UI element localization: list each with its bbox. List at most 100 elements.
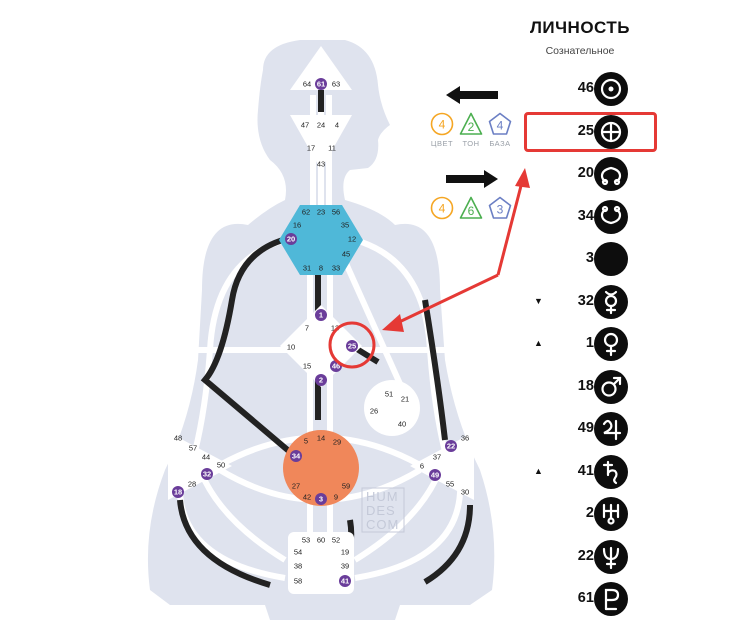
activation-row[interactable]: 25.3 <box>520 114 660 151</box>
activation-row[interactable]: 18.2 <box>520 369 660 406</box>
moon-icon <box>594 242 628 276</box>
gate-22[interactable]: 22 <box>447 441 455 450</box>
gate-64[interactable]: 64 <box>303 79 311 88</box>
gate-43[interactable]: 43 <box>317 159 325 168</box>
gate-46[interactable]: 46 <box>332 361 340 370</box>
gate-5[interactable]: 5 <box>304 436 308 445</box>
gate-6[interactable]: 6 <box>420 461 424 470</box>
gate-8[interactable]: 8 <box>319 263 323 272</box>
fixation-marker: ▲ <box>534 465 543 476</box>
heart-center[interactable] <box>364 380 420 436</box>
svg-text:COM: COM <box>366 517 399 532</box>
gate-36[interactable]: 36 <box>461 433 469 442</box>
neptune-icon <box>594 539 628 574</box>
gate-28[interactable]: 28 <box>188 479 196 488</box>
gate-21[interactable]: 21 <box>401 394 409 403</box>
svg-text:HUM: HUM <box>366 489 399 504</box>
gate-55[interactable]: 55 <box>446 479 454 488</box>
activation-row[interactable]: 46.3 <box>520 72 660 108</box>
activation-row[interactable]: 49.5 <box>520 412 660 448</box>
gate-16[interactable]: 16 <box>293 220 301 229</box>
gate-45[interactable]: 45 <box>342 249 350 258</box>
gate-12[interactable]: 12 <box>348 234 356 243</box>
gate-14[interactable]: 14 <box>317 433 325 442</box>
color-label: ЦВЕТ <box>430 139 454 148</box>
gate-37[interactable]: 37 <box>433 452 441 461</box>
gate-20[interactable]: 20 <box>287 234 295 243</box>
activation-row[interactable]: ▲41.6 <box>520 454 660 491</box>
gate-30[interactable]: 30 <box>461 487 469 496</box>
gate-40[interactable]: 40 <box>398 419 406 428</box>
sacral-center[interactable] <box>283 430 359 506</box>
gate-63[interactable]: 63 <box>332 79 340 88</box>
gate-47[interactable]: 47 <box>301 120 309 129</box>
gate-50[interactable]: 50 <box>217 460 225 469</box>
gate-33[interactable]: 33 <box>332 263 340 272</box>
head-center[interactable] <box>290 46 352 90</box>
gate-48[interactable]: 48 <box>174 433 182 442</box>
gate-58[interactable]: 58 <box>294 576 302 585</box>
gate-42[interactable]: 42 <box>303 492 311 501</box>
gate-3[interactable]: 3 <box>319 494 323 503</box>
activation-row[interactable]: 22.5 <box>520 539 660 576</box>
gate-1[interactable]: 1 <box>319 310 323 319</box>
gate-39[interactable]: 39 <box>341 561 349 570</box>
activation-row[interactable]: ▲1.2 <box>520 327 660 363</box>
activation-row[interactable]: 2.2 <box>520 497 660 533</box>
gate-57[interactable]: 57 <box>189 443 197 452</box>
gate-7[interactable]: 7 <box>305 323 309 332</box>
gate-18[interactable]: 18 <box>174 487 182 496</box>
gate-60[interactable]: 60 <box>317 535 325 544</box>
gate-56[interactable]: 56 <box>332 207 340 216</box>
activation-row[interactable]: 34.4 <box>520 199 660 236</box>
gate-62[interactable]: 62 <box>302 207 310 216</box>
gate-active-marker <box>285 233 297 245</box>
gate-11[interactable]: 11 <box>328 143 336 152</box>
gate-32[interactable]: 32 <box>203 469 211 478</box>
gate-25[interactable]: 25 <box>348 341 356 350</box>
gate-51[interactable]: 51 <box>385 389 393 398</box>
gate-53[interactable]: 53 <box>302 535 310 544</box>
solar-plexus-center[interactable] <box>410 432 474 500</box>
activation-row[interactable]: ▼32.5 <box>520 284 660 321</box>
gate-29[interactable]: 29 <box>333 437 341 446</box>
gate-52[interactable]: 52 <box>332 535 340 544</box>
gate-10[interactable]: 10 <box>287 342 295 351</box>
activation-row[interactable]: 61.4 <box>520 582 660 618</box>
activation-row[interactable]: 3.3 <box>520 242 660 278</box>
spleen-center[interactable] <box>168 432 232 500</box>
throat-center[interactable] <box>279 205 363 275</box>
gate-59[interactable]: 59 <box>342 481 350 490</box>
variables-bottom: 4 6 3 <box>428 196 518 240</box>
highlight-circle <box>328 321 376 369</box>
gate-9[interactable]: 9 <box>334 492 338 501</box>
gate-41[interactable]: 41 <box>341 576 349 585</box>
gate-35[interactable]: 35 <box>341 220 349 229</box>
gate-54[interactable]: 54 <box>294 547 302 556</box>
gate-15[interactable]: 15 <box>303 361 311 370</box>
ajna-center[interactable] <box>290 115 352 170</box>
gate-49[interactable]: 49 <box>431 470 439 479</box>
gate-19[interactable]: 19 <box>341 547 349 556</box>
arrow-left-icon <box>446 86 498 104</box>
gate-active-marker <box>315 78 327 90</box>
gate-44[interactable]: 44 <box>202 452 210 461</box>
gate-34[interactable]: 34 <box>292 451 301 460</box>
root-center[interactable] <box>288 532 354 594</box>
gate-31[interactable]: 31 <box>303 263 311 272</box>
gate-38[interactable]: 38 <box>294 561 302 570</box>
gate-13[interactable]: 13 <box>331 323 339 332</box>
activation-row[interactable]: 20.4 <box>520 157 660 193</box>
gate-24[interactable]: 24 <box>317 120 325 129</box>
gate-2[interactable]: 2 <box>319 375 323 384</box>
gate-27[interactable]: 27 <box>292 481 300 490</box>
gate-26[interactable]: 26 <box>370 406 378 415</box>
gate-23[interactable]: 23 <box>317 207 325 216</box>
base-pentagon-icon: 4 <box>488 112 512 136</box>
gate-17[interactable]: 17 <box>307 143 315 152</box>
gate-4[interactable]: 4 <box>335 120 339 129</box>
fixation-marker: ▼ <box>534 295 543 306</box>
mars-icon <box>594 369 628 404</box>
gate-61[interactable]: 61 <box>317 79 325 88</box>
